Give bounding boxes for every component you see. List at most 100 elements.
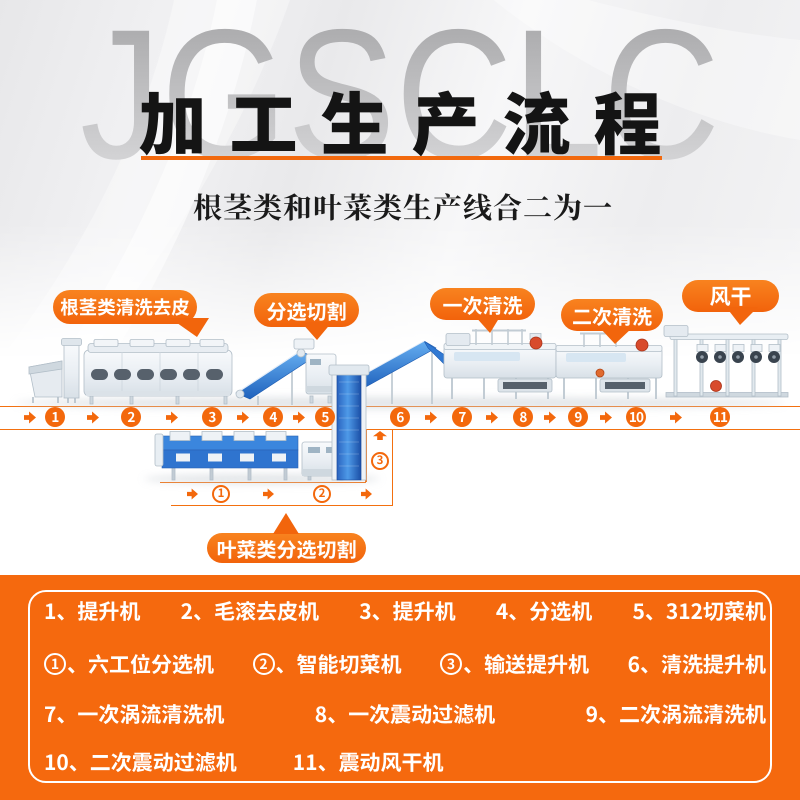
- legend-number: 11: [292, 747, 318, 777]
- legend-item-label: 提升机: [392, 596, 456, 626]
- transfer-step: 3: [371, 452, 389, 470]
- legend-number: 10: [44, 747, 69, 777]
- flow-step-8: 8: [513, 407, 533, 427]
- legend-number: 1: [44, 596, 57, 626]
- flow-track-bottom-line: [0, 428, 800, 430]
- flow-step-9: 9: [568, 407, 588, 427]
- legend-item: 7、一次涡流清洗机: [44, 699, 224, 729]
- legend-item: 4、分选机: [496, 596, 592, 626]
- label-air-drying-text: 风干: [709, 281, 752, 311]
- transfer-step-number: 3: [376, 452, 384, 469]
- legend-item-label: 震动风干机: [338, 747, 444, 777]
- legend-separator: 、: [639, 648, 661, 679]
- bubble-pointer-up-icon: [273, 513, 299, 534]
- flow-step-number: 1: [51, 406, 59, 427]
- legend-item-label: 一次涡流清洗机: [77, 698, 225, 729]
- watermark-text: JGSCLC: [80, 0, 720, 198]
- flow-step-number: 2: [127, 406, 135, 427]
- legend-separator: 、: [508, 596, 530, 626]
- flow-step-11: 11: [710, 407, 730, 427]
- label-second-washing: 二次清洗: [561, 299, 663, 344]
- legend-item: 10、二次震动过滤机: [44, 747, 237, 777]
- circled-number-digit: 1: [50, 653, 60, 674]
- flow-arrow-icon: [87, 411, 99, 424]
- circled-number: 3: [440, 652, 463, 675]
- flow-arrow-icon: [486, 411, 498, 424]
- circled-number: 2: [252, 652, 275, 675]
- label-leaf-sorting-cutting-text: 叶菜类分选切割: [216, 533, 357, 563]
- legend-item: 2、毛滚去皮机: [181, 596, 319, 626]
- bubble-pointer-icon: [301, 322, 332, 343]
- label-leaf-sorting-cutting: 叶菜类分选切割: [207, 513, 366, 563]
- label-first-washing: 一次清洗: [430, 288, 535, 333]
- flow-step-4: 4: [263, 407, 283, 427]
- transfer-up-arrow-icon: [373, 431, 387, 440]
- bubble-pointer-icon: [170, 318, 209, 340]
- flow-arrow-icon: [24, 411, 36, 424]
- legend-number: 7: [44, 698, 57, 729]
- label-root-peeling-text: 根茎类清洗去皮: [60, 294, 190, 320]
- legend-item-label: 毛滚去皮机: [214, 596, 319, 626]
- page-title: 加工生产流程: [138, 70, 685, 169]
- label-first-washing-text: 一次清洗: [442, 289, 523, 319]
- legend-separator: 、: [463, 648, 485, 679]
- legend-separator: 、: [56, 698, 78, 729]
- legend-item: 3、输送提升机: [440, 649, 589, 679]
- label-air-drying: 风干: [682, 280, 779, 325]
- flow-arrow-icon: [600, 411, 612, 424]
- label-sorting-cutting-text: 分选切割: [266, 295, 347, 325]
- legend-item: 6、清洗提升机: [628, 649, 766, 679]
- flow-step-5: 5: [315, 407, 335, 427]
- legend-number: 9: [585, 698, 598, 729]
- legend-item-label: 一次震动过滤机: [348, 698, 496, 729]
- legend-separator: 、: [193, 596, 214, 626]
- flow-arrow-icon: [293, 411, 305, 424]
- flow-step-1: 1: [45, 407, 65, 427]
- legend-separator: 、: [597, 698, 619, 729]
- legend-separator: 、: [371, 596, 393, 626]
- legend-item: 1、提升机: [44, 596, 140, 626]
- flow-arrow-icon: [425, 411, 437, 424]
- flow-step-number: 4: [269, 406, 277, 427]
- legend-item-label: 二次震动过滤机: [89, 747, 237, 777]
- legend-item: 2 、智能切菜机: [252, 648, 402, 679]
- legend-item-label: 智能切菜机: [296, 648, 402, 679]
- label-second-washing-text: 二次清洗: [572, 300, 652, 330]
- label-sorting-cutting: 分选切割: [254, 293, 359, 340]
- legend-number: 4: [495, 596, 509, 626]
- legend-separator: 、: [56, 596, 78, 626]
- sub-flow-step-number: 1: [217, 485, 225, 502]
- circled-number: 1: [44, 652, 66, 675]
- circled-number-digit: 2: [259, 653, 268, 674]
- flow-step-number: 10: [628, 406, 644, 427]
- legend-box: [28, 590, 772, 783]
- legend-number: 3: [359, 596, 372, 626]
- legend-separator: 、: [317, 747, 339, 777]
- legend-item-label: 312切菜机: [665, 596, 766, 626]
- sub-track-bottom-line: [171, 504, 393, 506]
- sub-flow-step-1: 1: [212, 485, 230, 503]
- legend-number: 8: [314, 698, 328, 729]
- label-root-peeling: 根茎类清洗去皮: [53, 290, 209, 337]
- legend-item: 11、震动风干机: [293, 747, 444, 777]
- legend-number: 5: [632, 596, 645, 626]
- sub-bracket-right-line: [391, 430, 393, 506]
- flow-arrow-icon: [166, 411, 178, 424]
- watermark: JGSCLC: [80, 0, 720, 198]
- legend-item-label: 二次涡流清洗机: [618, 698, 766, 729]
- flow-step-7: 7: [452, 407, 472, 427]
- legend-number: 2: [180, 596, 193, 626]
- legend-item-label: 清洗提升机: [660, 648, 766, 679]
- flow-step-number: 9: [574, 406, 582, 427]
- legend-item-label: 输送提升机: [484, 648, 590, 679]
- legend-item: 3、提升机: [359, 596, 455, 626]
- flow-step-3: 3: [202, 407, 222, 427]
- flow-arrow-icon: [237, 411, 249, 424]
- legend-separator: 、: [275, 648, 297, 679]
- sub-flow-step-number: 2: [318, 485, 326, 502]
- legend-separator: 、: [644, 596, 666, 626]
